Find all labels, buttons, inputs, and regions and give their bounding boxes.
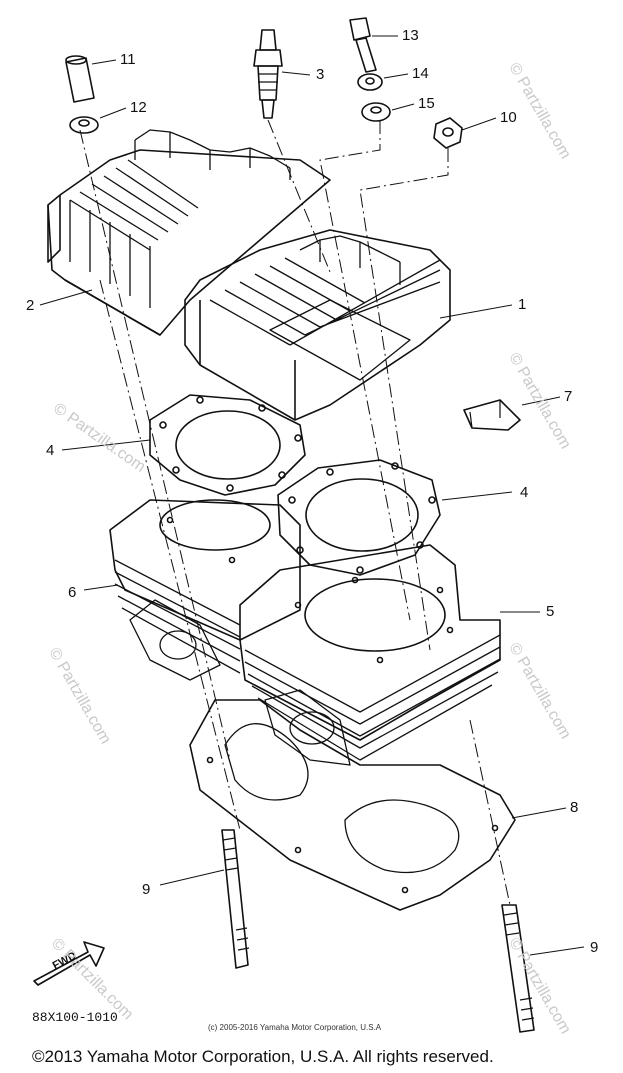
cylinder-right [239, 544, 501, 766]
leader-lines [39, 35, 585, 956]
callout-9-left: 9 [142, 881, 151, 898]
callout-15: 15 [418, 95, 435, 112]
bolt-13 [349, 17, 377, 73]
callout-1: 1 [518, 296, 527, 313]
bracket-7 [463, 399, 521, 431]
stud-bolt-right [501, 904, 535, 1033]
callout-6: 6 [68, 584, 77, 601]
callout-10: 10 [500, 109, 517, 126]
alignment-lines [79, 119, 511, 906]
cylinder-head-left [47, 129, 331, 336]
nut-10 [433, 117, 463, 149]
washer-12 [69, 116, 99, 134]
head-gasket-left [149, 394, 306, 496]
callout-14: 14 [412, 65, 429, 82]
footer-copyright: ©2013 Yamaha Motor Corporation, U.S.A. A… [32, 1047, 494, 1066]
base-gasket [189, 699, 516, 911]
cylinder-left [109, 499, 301, 681]
callout-8: 8 [570, 799, 579, 816]
callout-5: 5 [546, 603, 555, 620]
callout-2: 2 [26, 297, 35, 314]
callout-7: 7 [564, 388, 573, 405]
callout-4-left: 4 [46, 442, 55, 459]
callout-3: 3 [316, 66, 325, 83]
callout-11: 11 [120, 51, 136, 68]
small-copyright: (c) 2005-2016 Yamaha Motor Corporation, … [208, 1023, 382, 1032]
stud-bolt-left [221, 829, 250, 969]
cylinder-head-right [184, 229, 451, 421]
callout-9-right: 9 [590, 939, 599, 956]
spark-plug [253, 29, 283, 119]
callout-4-right: 4 [520, 484, 529, 501]
fwd-arrow-icon [33, 941, 105, 986]
washer-14 [357, 73, 383, 91]
callout-12: 12 [130, 99, 147, 116]
diagram-part-code: 88X100-1010 [32, 1010, 118, 1025]
collar-11 [65, 55, 95, 103]
washer-15 [361, 102, 391, 122]
callout-13: 13 [402, 27, 419, 44]
